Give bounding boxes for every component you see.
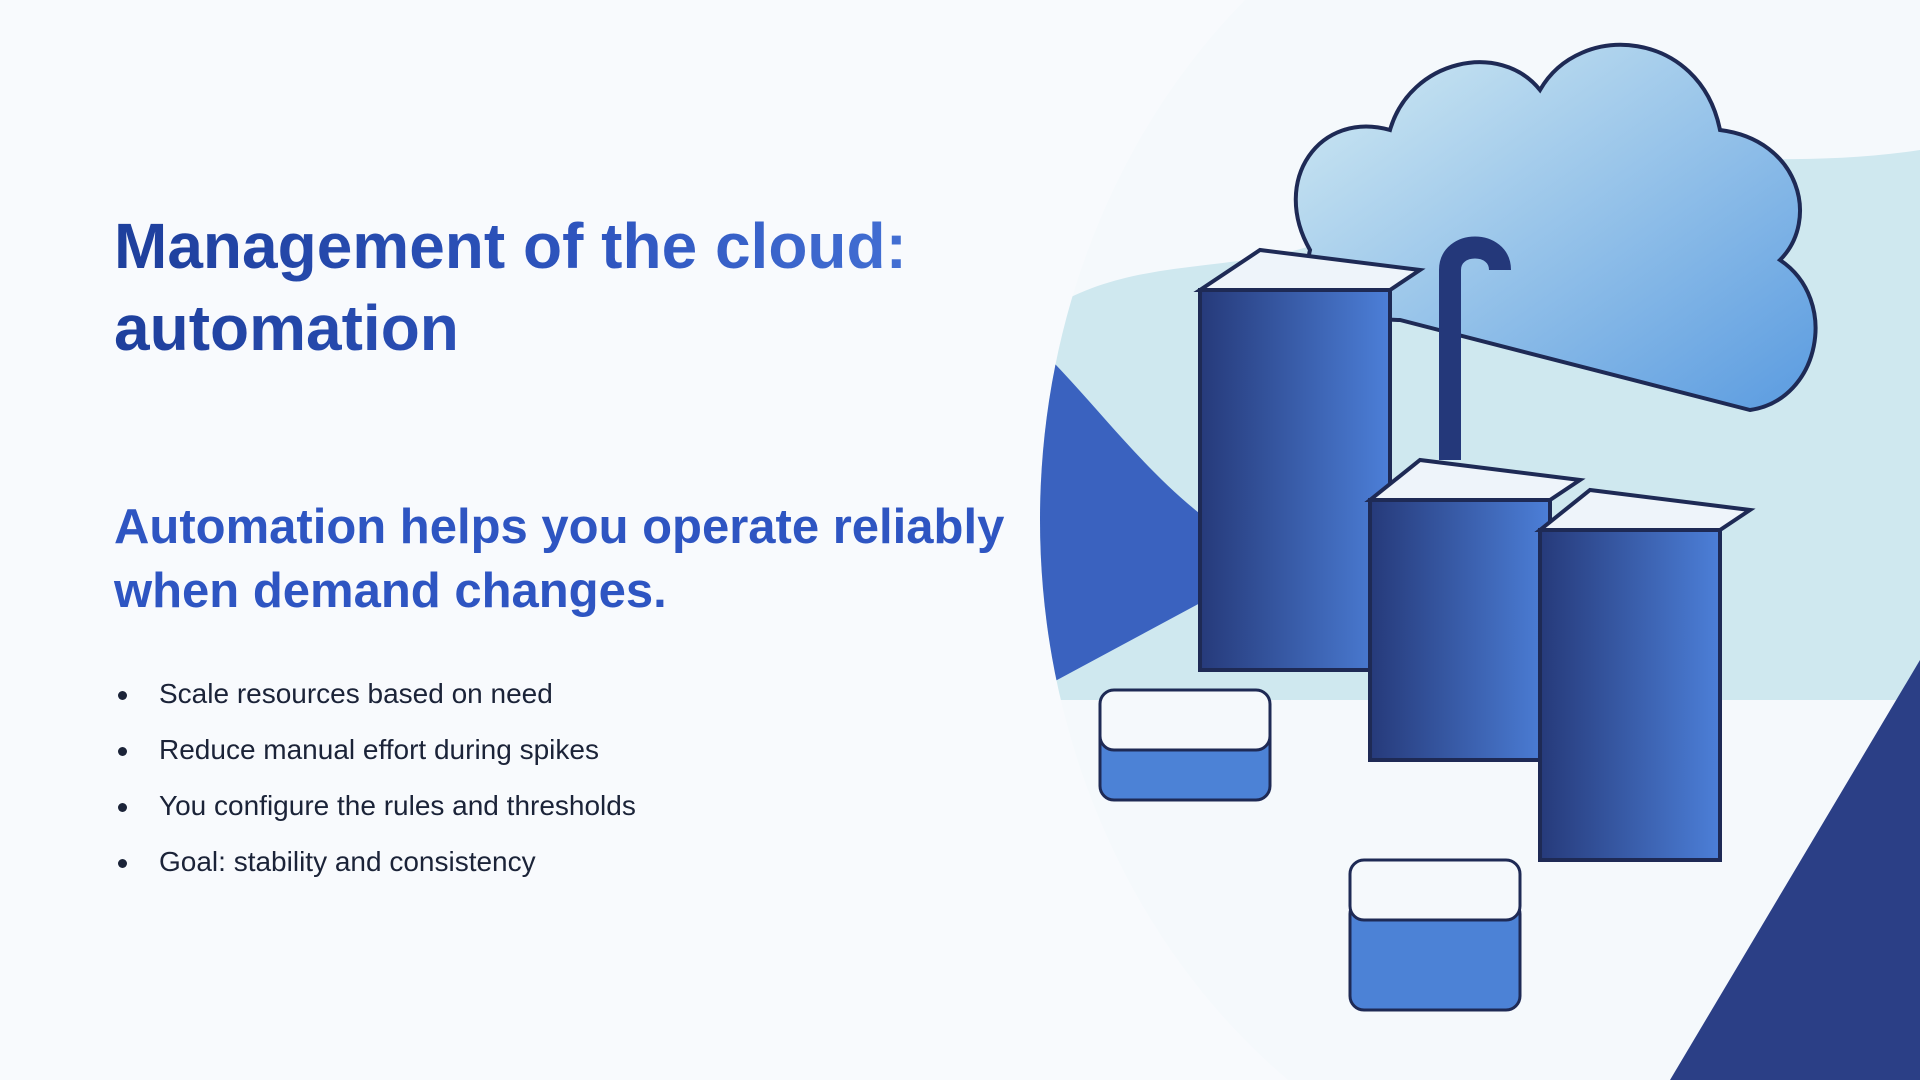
list-item: You configure the rules and thresholds bbox=[114, 778, 636, 834]
bullet-icon bbox=[118, 691, 127, 700]
cloud-icon bbox=[1293, 42, 1818, 413]
list-item: Scale resources based on need bbox=[114, 666, 636, 722]
server-icon bbox=[1534, 487, 1756, 862]
bullet-icon bbox=[118, 747, 127, 756]
bullet-icon bbox=[118, 803, 127, 812]
slide-subtitle: Automation helps you operate reliably wh… bbox=[114, 500, 1005, 618]
storage-stack-icon bbox=[1098, 688, 1522, 1012]
server-icon bbox=[1364, 457, 1586, 762]
list-item: Reduce manual effort during spikes bbox=[114, 722, 636, 778]
slide-title: Management of the cloud: automation bbox=[114, 205, 1014, 369]
bullet-list: Scale resources based on need Reduce man… bbox=[114, 666, 636, 890]
bullet-icon bbox=[118, 859, 127, 868]
list-item: Goal: stability and consistency bbox=[114, 834, 636, 890]
cloud-servers-illustration-icon bbox=[1040, 0, 1920, 1080]
server-icon bbox=[1193, 247, 1426, 672]
